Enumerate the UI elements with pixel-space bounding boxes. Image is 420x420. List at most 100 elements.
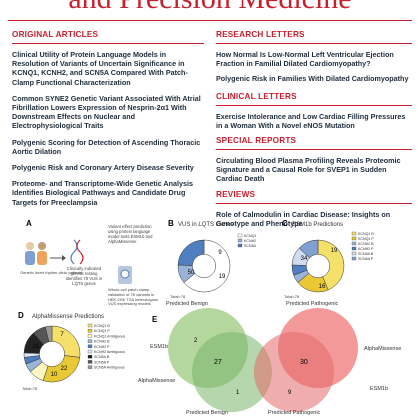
legend-swatch xyxy=(237,243,243,248)
reviews-list: Role of Calmodulin in Cardiac Disease: I… xyxy=(216,210,412,228)
legend-label: KCNH2 xyxy=(244,239,256,243)
section-heading-special-reports: SPECIAL REPORTS xyxy=(216,136,297,146)
article-item[interactable]: Clinical Utility of Protein Language Mod… xyxy=(12,50,188,87)
legend-label: KCNQ1 B xyxy=(358,232,374,236)
panel-c-total: Total=78 xyxy=(284,294,300,299)
arrow-icon xyxy=(50,255,66,261)
pie-label: 16 xyxy=(319,284,326,290)
left-column: ORIGINAL ARTICLES Clinical Utility of Pr… xyxy=(12,30,204,214)
venn-top-benign-label: Predicted Benign xyxy=(166,301,208,307)
research-letters-list: How Normal Is Low-Normal Left Ventricula… xyxy=(216,50,412,84)
venn-esm1b-pathogenic xyxy=(254,332,334,412)
original-articles-list: Clinical Utility of Protein Language Mod… xyxy=(12,50,204,207)
legend-swatch xyxy=(87,344,93,348)
legend-label: SCN5A B xyxy=(358,252,374,256)
legend-swatch xyxy=(87,349,93,354)
legend-swatch xyxy=(351,256,357,261)
pie-label: 21 xyxy=(33,344,40,350)
review-item[interactable]: Role of Calmodulin in Cardiac Disease: I… xyxy=(216,209,391,228)
venn-count-right-bottom: 9 xyxy=(288,390,292,396)
special-report-item[interactable]: Circulating Blood Plasma Profiling Revea… xyxy=(216,156,401,184)
venn-right-upper-label: AlphaMissense xyxy=(364,346,401,352)
legend-swatch xyxy=(87,355,93,359)
legend-label: KCNH2 Ambiguous xyxy=(94,350,125,354)
legend-swatch xyxy=(351,231,357,236)
pie-label: 34 xyxy=(301,256,308,262)
section-rule xyxy=(216,149,412,151)
patients-icon xyxy=(25,242,47,265)
panel-b-title: VUS in LQTS Genes xyxy=(178,222,233,228)
section-rule xyxy=(216,202,412,204)
panel-d-letter: D xyxy=(18,311,24,320)
article-item[interactable]: Polygenic Scoring for Detection of Ascen… xyxy=(12,137,201,156)
legend-label: KCNH2 P xyxy=(94,345,110,349)
patch-label: Whole-cell patch clamp validation of 78 … xyxy=(108,288,159,307)
legend-label: SCN5A xyxy=(244,244,257,248)
journal-title: and Precision Medicine xyxy=(0,0,420,14)
venn-alphamissense-benign xyxy=(192,332,272,412)
legend-swatch xyxy=(87,323,93,328)
research-letter-item[interactable]: How Normal Is Low-Normal Left Ventricula… xyxy=(216,50,394,69)
section-heading-clinical-letters: CLINICAL LETTERS xyxy=(216,91,297,101)
legend-label: KCNH2 B xyxy=(94,340,110,344)
legend-swatch xyxy=(87,365,93,369)
clinical-letters-list: Exercise Intolerance and Low Cardiac Fil… xyxy=(216,112,412,130)
legend-swatch xyxy=(87,334,93,338)
section-rule xyxy=(216,104,412,106)
legend-swatch xyxy=(87,329,93,333)
panel-b-total: Total=78 xyxy=(170,294,186,299)
legend-label: KCNQ1 P xyxy=(358,237,374,241)
clinical-letter-item[interactable]: Exercise Intolerance and Low Cardiac Fil… xyxy=(216,111,406,130)
panel-a-letter: A xyxy=(26,219,32,228)
venn-top-pathogenic-label: Predicted Pathogenic xyxy=(286,301,339,307)
special-reports-list: Circulating Blood Plasma Profiling Revea… xyxy=(216,156,412,184)
venn-left-lower-label: AlphaMissense xyxy=(138,378,175,384)
microscope-icon xyxy=(118,266,132,284)
legend-swatch xyxy=(351,241,357,246)
legend-label: KCNQ1 xyxy=(244,234,256,238)
title-rule xyxy=(8,20,412,21)
section-heading-reviews: REVIEWS xyxy=(216,189,256,199)
panel-b-letter: B xyxy=(168,219,174,228)
article-item[interactable]: Proteome- and Transcriptome-Wide Genetic… xyxy=(12,179,193,207)
pie-label: 19 xyxy=(219,274,226,280)
legend-label: SCN5A Ambiguous xyxy=(94,366,125,370)
section-rule xyxy=(216,43,412,44)
legend-swatch xyxy=(87,360,93,364)
research-letter-item[interactable]: Polygenic Risk in Families With Dilated … xyxy=(216,74,409,84)
panel-c-letter: C xyxy=(282,219,288,228)
dna-icon xyxy=(70,239,84,265)
donut-hole xyxy=(39,341,65,367)
venn-count-left-top: 2 xyxy=(194,338,198,344)
venn-count-left-bottom: 1 xyxy=(236,390,240,396)
legend-swatch xyxy=(237,233,243,238)
legend-swatch xyxy=(351,246,357,251)
legend-swatch xyxy=(237,238,243,243)
panel-d-total: Total=78 xyxy=(22,386,38,391)
panel-c-title: ESM1b Predictions xyxy=(292,222,343,228)
graphical-abstract: A Genetic heart rhythm clinic patients C… xyxy=(18,219,401,416)
article-item[interactable]: Polygenic Risk and Coronary Artery Disea… xyxy=(12,163,194,173)
pie-label: 50 xyxy=(188,270,195,276)
section-heading-research-letters: RESEARCH LETTERS xyxy=(216,30,305,39)
article-item[interactable]: Common SYNE2 Genetic Variant Associated … xyxy=(12,93,201,131)
legend-label: KCNH2 B xyxy=(358,242,374,246)
pie-slice xyxy=(317,239,345,291)
legend-label: KCNQ1 P xyxy=(94,329,110,333)
section-heading-original-articles: ORIGINAL ARTICLES xyxy=(12,30,99,39)
legend-swatch xyxy=(87,339,93,343)
venn-bottom-benign-label: Predicted Benign xyxy=(186,410,228,416)
legend-label: KCNQ1 Ambiguous xyxy=(94,334,125,338)
patients-label: Genetic heart rhythm clinic patients xyxy=(20,270,82,275)
donut-hole xyxy=(306,254,330,278)
testing-label: Clinically indicated genetic testing ide… xyxy=(65,266,103,286)
right-column: RESEARCH LETTERS How Normal Is Low-Norma… xyxy=(216,30,412,234)
venn-count-overlap-left: 27 xyxy=(214,359,222,366)
pie-label: 7 xyxy=(60,332,64,338)
panel-e-letter: E xyxy=(152,315,158,324)
